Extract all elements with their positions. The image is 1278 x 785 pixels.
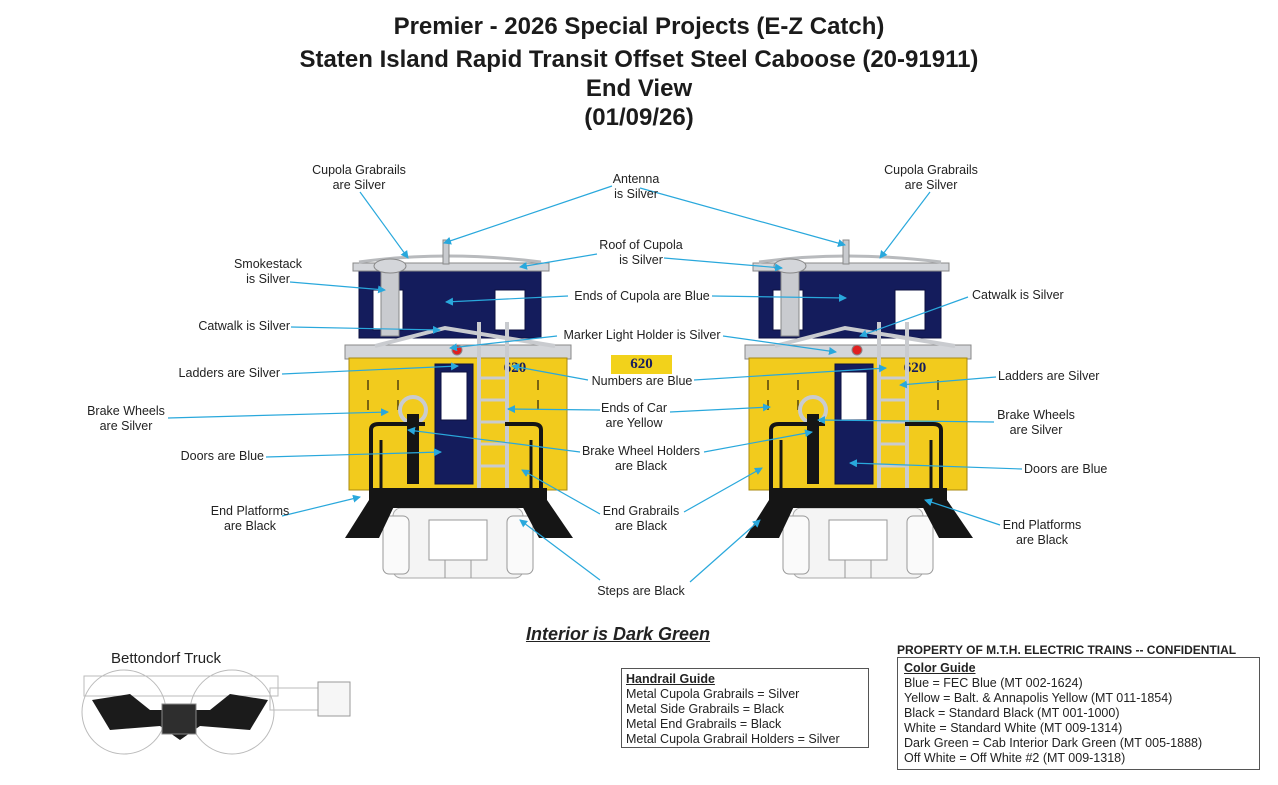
title-line-4: (01/09/26): [584, 104, 694, 131]
handrail-guide-item: Metal Side Grabrails = Black: [626, 702, 785, 716]
label-ladders-right: Ladders are Silver: [998, 369, 1100, 383]
bettondorf-truck-drawing: [81, 669, 351, 755]
label-cupola-grabrails-right: Cupola Grabrails are Silver: [884, 163, 978, 192]
label-catwalk-right: Catwalk is Silver: [972, 288, 1064, 302]
handrail-guide-item: Metal Cupola Grabrail Holders = Silver: [626, 732, 840, 746]
handrail-guide-heading: Handrail Guide: [626, 672, 715, 686]
caboose-right: [743, 238, 975, 580]
label-ends-of-car: Ends of Car are Yellow: [600, 401, 667, 430]
title-line-1: Premier - 2026 Special Projects (E-Z Cat…: [393, 13, 885, 40]
color-guide-item: Off White = Off White #2 (MT 009-1318): [904, 751, 1126, 765]
color-guide-item: White = Standard White (MT 009-1314): [904, 721, 1123, 735]
label-ends-of-cupola: Ends of Cupola are Blue: [574, 289, 710, 303]
handrail-guide-item: Metal Cupola Grabrails = Silver: [626, 687, 800, 701]
car-number-badge: 620: [611, 355, 672, 374]
label-doors-right: Doors are Blue: [1024, 462, 1108, 476]
label-end-platforms-left: End Platforms are Black: [210, 504, 290, 533]
property-notice: PROPERTY OF M.T.H. ELECTRIC TRAINS -- CO…: [897, 643, 1237, 657]
color-guide-item: Black = Standard Black (MT 001-1000): [904, 706, 1120, 720]
label-roof-of-cupola: Roof of Cupola is Silver: [599, 238, 683, 267]
label-marker-light-holder: Marker Light Holder is Silver: [563, 328, 721, 342]
label-antenna: Antenna is Silver: [612, 172, 660, 201]
label-ladders-left: Ladders are Silver: [178, 366, 280, 380]
label-smokestack: Smokestack is Silver: [233, 257, 303, 286]
title-line-3: End View: [585, 75, 693, 102]
color-guide-item: Yellow = Balt. & Annapolis Yellow (MT 01…: [904, 691, 1173, 705]
color-guide: Color Guide Blue = FEC Blue (MT 002-1624…: [897, 657, 1260, 770]
color-guide-heading: Color Guide: [904, 661, 976, 675]
label-end-platforms-right: End Platforms are Black: [1002, 518, 1082, 547]
label-cupola-grabrails-left: Cupola Grabrails are Silver: [312, 163, 406, 192]
truck-title: Bettondorf Truck: [111, 650, 222, 667]
label-catwalk-left: Catwalk is Silver: [198, 319, 290, 333]
handrail-guide: Handrail Guide Metal Cupola Grabrails = …: [621, 668, 869, 748]
color-guide-item: Dark Green = Cab Interior Dark Green (MT…: [904, 736, 1203, 750]
handrail-guide-item: Metal End Grabrails = Black: [626, 717, 782, 731]
label-brake-wheels-left: Brake Wheels are Silver: [87, 404, 165, 433]
label-end-grabrails: End Grabrails are Black: [602, 504, 680, 533]
color-guide-item: Blue = FEC Blue (MT 002-1624): [904, 676, 1083, 690]
interior-note: Interior is Dark Green: [525, 624, 711, 644]
label-brake-wheels-right: Brake Wheels are Silver: [997, 408, 1075, 437]
title-line-2: Staten Island Rapid Transit Offset Steel…: [299, 46, 979, 73]
label-brake-wheel-holders: Brake Wheel Holders are Black: [581, 444, 701, 473]
label-steps: Steps are Black: [597, 584, 685, 598]
label-doors-left: Doors are Blue: [180, 449, 264, 463]
label-numbers: Numbers are Blue: [591, 374, 693, 388]
leader-lines: [167, 185, 1023, 583]
